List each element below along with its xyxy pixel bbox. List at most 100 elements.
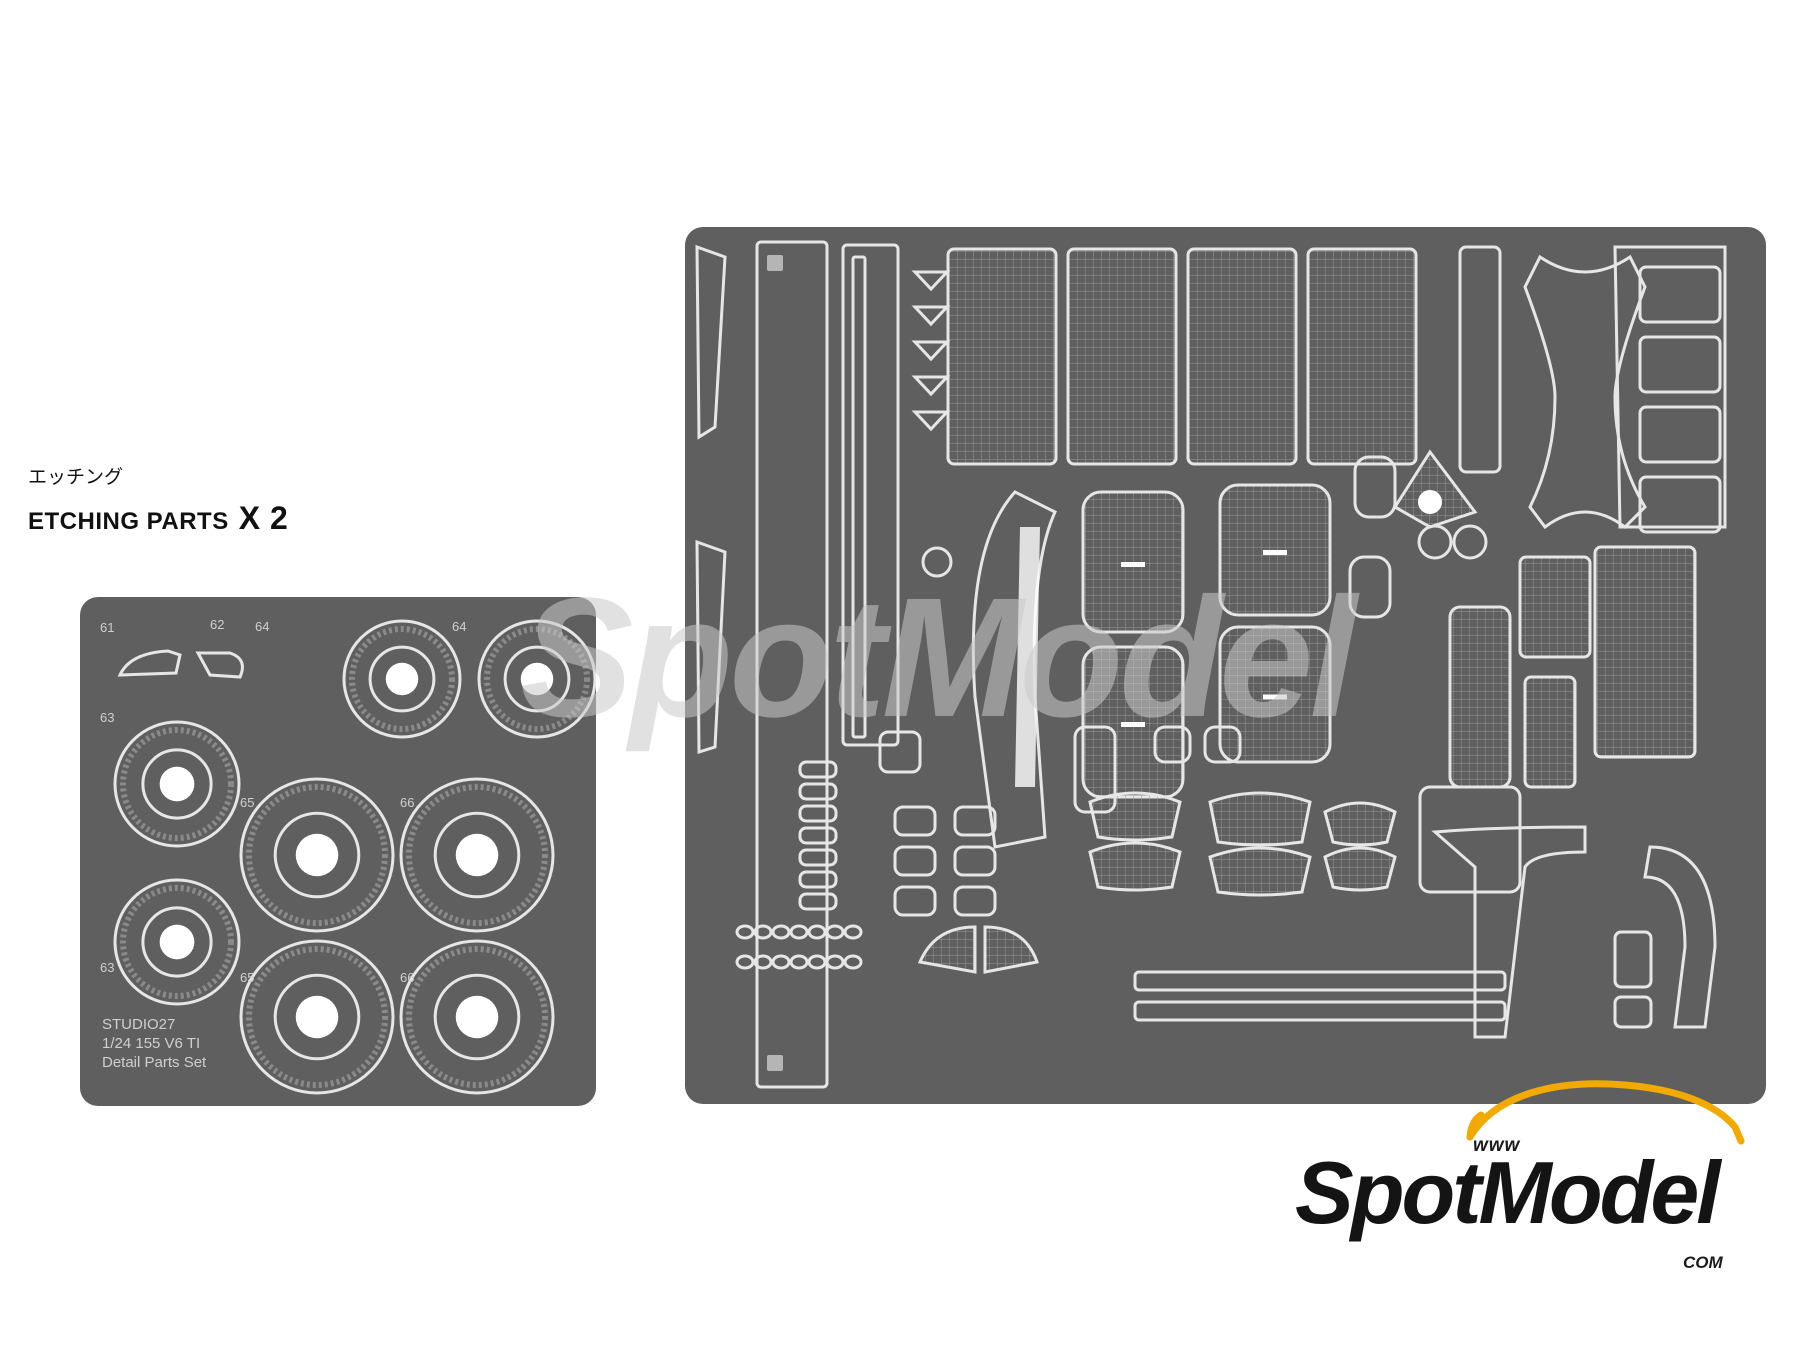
ring-hole-2 xyxy=(159,766,195,802)
round-clip xyxy=(921,546,953,578)
clip-1 xyxy=(911,305,951,327)
long-bar-a xyxy=(1133,970,1507,992)
chain-link-a-1 xyxy=(753,924,773,940)
square-clip-a-0 xyxy=(893,805,937,837)
small-box-right-b xyxy=(1613,995,1653,1029)
mesh-grille xyxy=(1448,605,1512,789)
ring-outer-2 xyxy=(113,720,241,848)
ring-hole-4 xyxy=(455,833,499,877)
mesh-block-right xyxy=(1593,545,1697,759)
chain-link-a-0 xyxy=(735,924,755,940)
ring-outer-1 xyxy=(477,619,596,739)
center-watermark: SpotModel xyxy=(520,563,1357,753)
mesh-pad-0 xyxy=(1088,791,1182,842)
caption-title: ETCHING PARTS xyxy=(28,508,229,535)
chain-link-a-2 xyxy=(771,924,791,940)
tower-window-0 xyxy=(1638,265,1722,324)
fret-label-line-1: STUDIO27 xyxy=(102,1016,176,1033)
part-number-4: 63 xyxy=(100,710,114,725)
small-window-a xyxy=(1353,455,1397,519)
mesh-pad-4 xyxy=(1323,801,1397,847)
square-clip-b-0 xyxy=(953,805,997,837)
ring-tread-5 xyxy=(120,885,234,999)
large-fret-parts xyxy=(695,240,1727,1089)
grill-bar-2 xyxy=(798,804,838,823)
ring-inner-3 xyxy=(273,811,361,899)
fret-label-line-2: 1/24 155 V6 TI xyxy=(102,1035,201,1052)
caption-multiplier: X 2 xyxy=(238,500,289,536)
mesh-pad-2 xyxy=(1208,791,1312,847)
ring-inner-6 xyxy=(273,973,361,1061)
ring-inner-1 xyxy=(503,645,571,713)
rounded-slot-panel xyxy=(1073,725,1117,814)
seat-panel-slot-3 xyxy=(1263,694,1287,700)
ring-hole-7 xyxy=(455,995,499,1039)
mesh-panel-top-2 xyxy=(1186,247,1298,466)
part-number-3: 64 xyxy=(452,619,466,634)
ring-hole-3 xyxy=(295,833,339,877)
tower-frame xyxy=(1613,245,1727,529)
mesh-pad-1 xyxy=(1088,841,1182,892)
grill-bar-6 xyxy=(798,892,838,911)
fret-label: STUDIO27 1/24 155 V6 TI Detail Parts Set xyxy=(102,1015,206,1072)
grill-bar-5 xyxy=(798,870,838,889)
mesh-pad-5 xyxy=(1323,846,1397,892)
x-frame-part xyxy=(1523,254,1647,530)
small-rounded-b xyxy=(1203,725,1242,764)
small-rounded-a xyxy=(1153,725,1192,764)
grill-bar-0 xyxy=(798,760,838,779)
wing-left xyxy=(917,925,977,974)
ring-tread-7 xyxy=(406,946,548,1088)
ring-outer-5 xyxy=(113,878,241,1006)
part-number-5: 65 xyxy=(240,795,254,810)
chain-link-b-0 xyxy=(735,954,755,970)
seat-panel-slot-0 xyxy=(1121,562,1145,567)
ring-outer-7 xyxy=(399,939,555,1095)
logo-com: COM xyxy=(1683,1253,1723,1272)
seat-panel-slot-1 xyxy=(1121,722,1145,727)
square-plate xyxy=(1418,785,1522,894)
strip-tab-top xyxy=(767,255,783,271)
ring-hole-6 xyxy=(295,995,339,1039)
part-number-0: 61 xyxy=(100,620,114,635)
chain-link-b-5 xyxy=(825,954,845,970)
ring-tread-4 xyxy=(406,784,548,926)
tower-window-2 xyxy=(1638,405,1722,464)
bracket-mid-left xyxy=(695,539,727,755)
long-strip-left xyxy=(755,240,829,1089)
square-clip-b-2 xyxy=(953,885,997,917)
grill-bar-1 xyxy=(798,782,838,801)
ring-hole-5 xyxy=(159,924,195,960)
mesh-panel-top-3 xyxy=(1306,247,1418,466)
wing-right xyxy=(983,925,1039,974)
ring-inner-4 xyxy=(433,811,521,899)
triangle-hole xyxy=(1418,490,1442,514)
square-clip-b-1 xyxy=(953,845,997,877)
chain-link-b-4 xyxy=(807,954,827,970)
chain-link-b-3 xyxy=(789,954,809,970)
clip-4 xyxy=(911,410,951,432)
mesh-pad-3 xyxy=(1208,846,1312,897)
strip-groove xyxy=(851,255,867,739)
spotmodel-logo: www SpotModel COM xyxy=(1295,1075,1765,1335)
chain-link-b-2 xyxy=(771,954,791,970)
grill-bar-3 xyxy=(798,826,838,845)
chain-link-a-6 xyxy=(843,924,863,940)
part-number-7: 63 xyxy=(100,960,114,975)
clip-3 xyxy=(911,375,951,397)
part-number-8: 65 xyxy=(240,970,254,985)
ring-tread-0 xyxy=(349,626,455,732)
hook-part xyxy=(1431,825,1587,1039)
tower-window-1 xyxy=(1638,335,1722,394)
grill-bar-4 xyxy=(798,848,838,867)
clip-2 xyxy=(911,340,951,362)
curved-part-windows xyxy=(1015,527,1040,787)
caption-japanese: エッチング xyxy=(28,466,124,488)
square-clip-a-1 xyxy=(893,845,937,877)
ring-outer-0 xyxy=(342,619,462,739)
long-strip-center xyxy=(841,243,900,747)
ring-hole-1 xyxy=(520,662,554,696)
long-bar-b xyxy=(1133,1000,1507,1022)
